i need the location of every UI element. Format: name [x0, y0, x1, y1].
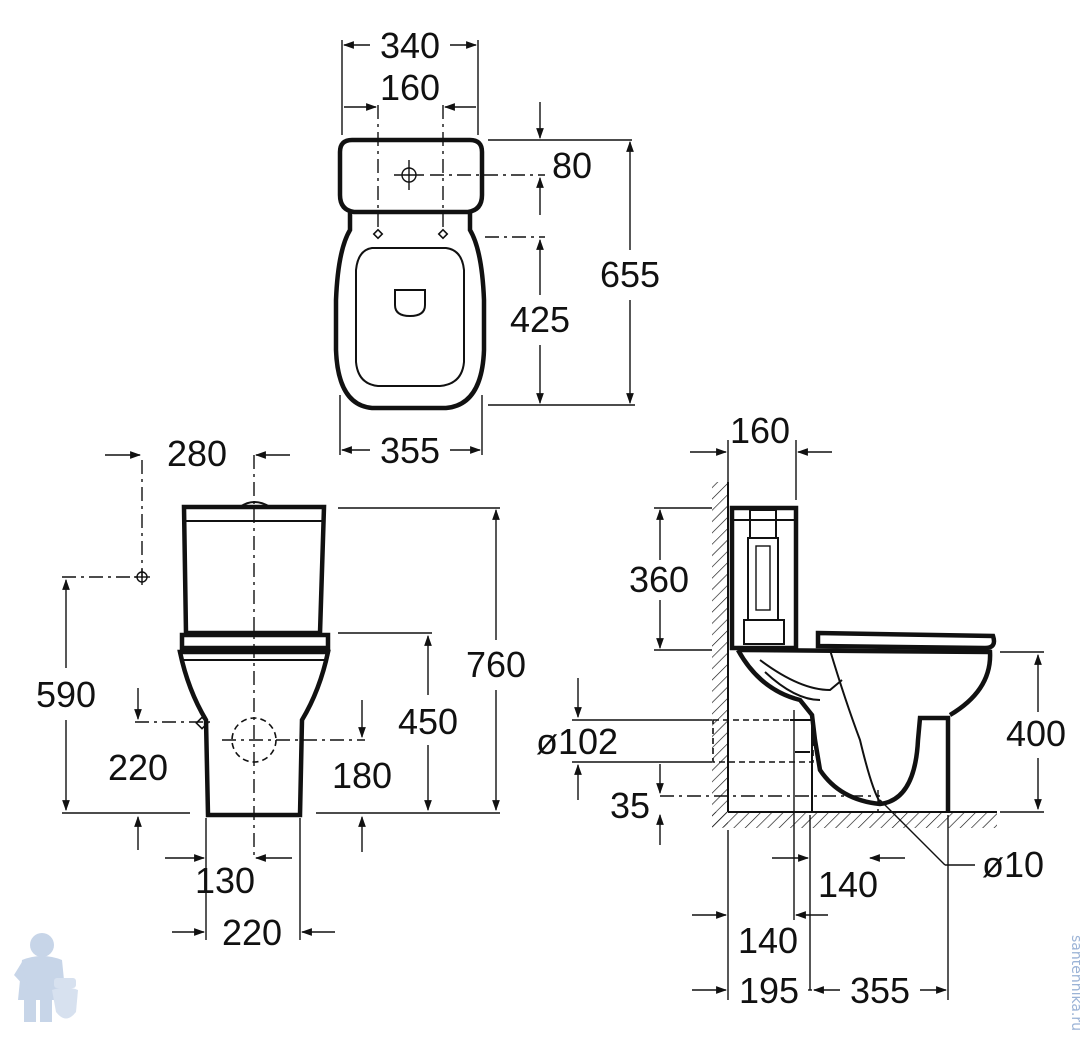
- front-view-outline: [135, 455, 365, 860]
- dim-bowl-width: 355: [380, 430, 440, 471]
- dim-outlet-to-front: 355: [850, 970, 910, 1011]
- top-view: 340 160 80 425 655 355: [333, 25, 660, 471]
- dim-inlet-height: 590: [36, 674, 96, 715]
- dim-tank-height: 360: [629, 559, 689, 600]
- dim-total-height: 760: [466, 644, 526, 685]
- wall-hatch: [712, 482, 728, 827]
- dim-fix-height-right: 180: [332, 755, 392, 796]
- dim-bowl-length: 425: [510, 299, 570, 340]
- dim-tank-depth: 160: [730, 410, 790, 451]
- dim-outlet-wall: 140: [818, 864, 878, 905]
- dim-rim-height: 400: [1006, 713, 1066, 754]
- fixing-hole-left: [372, 228, 384, 240]
- watermark-text: santehnika.ru: [1068, 935, 1080, 1031]
- dim-wall-offset: 140: [738, 920, 798, 961]
- fixing-hole-right: [437, 228, 449, 240]
- dim-fix-height-left: 220: [108, 747, 168, 788]
- dim-seat-height: 450: [398, 701, 458, 742]
- floor-hatch: [712, 812, 997, 828]
- fixing-hole-front: [195, 716, 209, 730]
- dim-fix-diameter: ø10: [982, 844, 1044, 885]
- dim-base-width: 220: [222, 912, 282, 953]
- tank-fixing-mark: [394, 160, 424, 190]
- dim-fixing-spacing: 160: [380, 67, 440, 108]
- top-view-outline: [333, 105, 545, 411]
- dim-base-offset: 130: [195, 860, 255, 901]
- watermark-logo: [14, 933, 78, 1022]
- side-view: 160 360 400 ø102 35 ø10 140: [536, 410, 1066, 1011]
- dim-width-overall: 340: [380, 25, 440, 66]
- dim-outlet-diameter: ø102: [536, 721, 618, 762]
- side-view-outline: [660, 505, 997, 920]
- flush-valve: [743, 509, 785, 645]
- dim-length-overall: 655: [600, 254, 660, 295]
- dim-wall-to-outlet: 195: [739, 970, 799, 1011]
- dim-inlet-offset: 280: [167, 433, 227, 474]
- front-view: 280 590 220 760 450 180: [36, 433, 526, 953]
- dim-outlet-height: 35: [610, 785, 650, 826]
- dim-tank-fixing-offset: 80: [552, 145, 592, 186]
